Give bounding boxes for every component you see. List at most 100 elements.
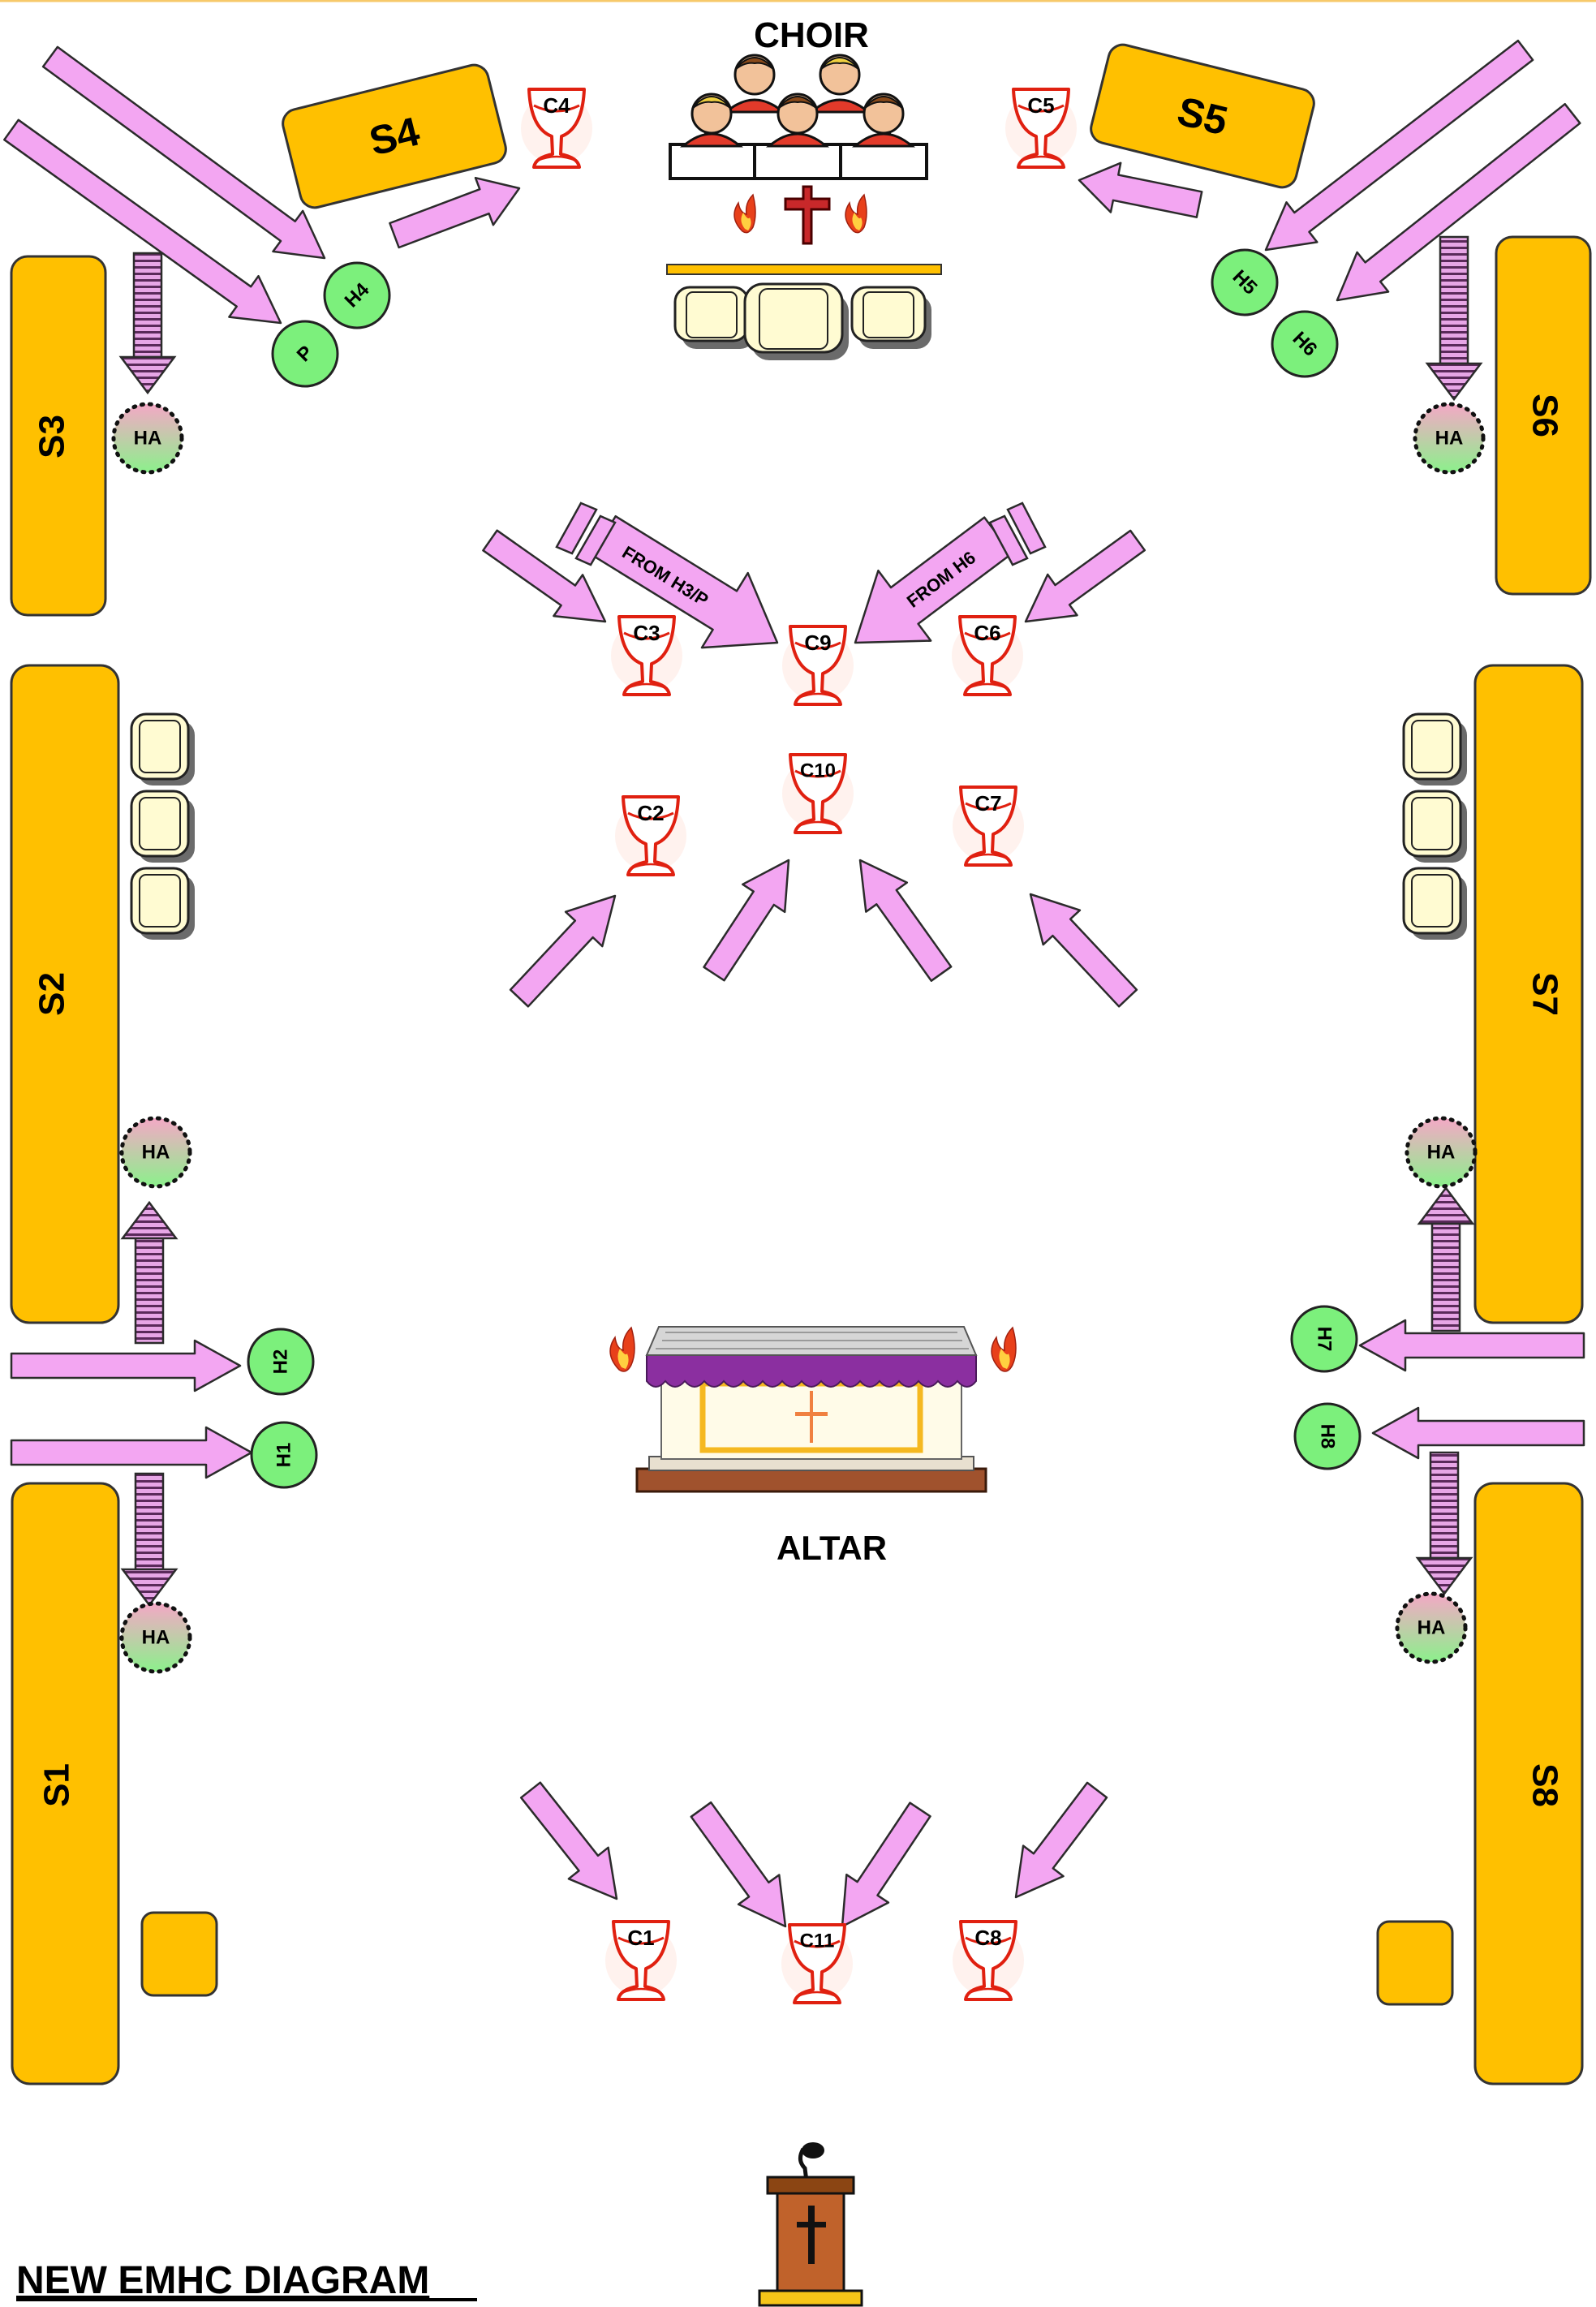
chair-icon [131,714,195,785]
flow-arrow-to-c5 [1079,163,1202,217]
section-s6: S6 [1496,237,1590,594]
station-label: H2 [270,1349,292,1375]
small-block-right [1378,1922,1452,2004]
presider-rail [667,265,941,274]
choir-area: CHOIR [667,15,941,360]
chalice-c5: C5 [1005,89,1077,167]
section-s7: S7 [1475,665,1582,1323]
flow-arrow-to-h1 [11,1427,252,1478]
flow-arrow-to-c1 [521,1783,617,1899]
station-h8: H8 [1295,1404,1360,1469]
ha-station-s7: HA [1407,1118,1475,1186]
ha-station-s8: HA [1397,1594,1465,1662]
processional-cross-icon [775,185,829,243]
section-s1: S1 [12,1483,118,2084]
station-h4: H4 [325,263,389,328]
altar-label: ALTAR [776,1529,887,1567]
chalice-label: C6 [974,621,1000,645]
altar-icon [637,1327,986,1491]
flow-arrow-to-c7 [1030,894,1137,1006]
station-label: H7 [1314,1327,1336,1352]
section-s1-label: S1 [37,1763,77,1807]
station-h6: H6 [1272,312,1337,377]
chair-icon [1404,714,1467,785]
ha-label: HA [142,1142,170,1164]
candle-flame-icon [845,195,867,233]
chalice-c7: C7 [953,787,1024,865]
chalice-c8: C8 [953,1922,1024,1999]
chalice-c10: C10 [782,755,854,833]
flow-arrow-to-c8 [1016,1783,1107,1897]
station-label: H1 [273,1443,295,1468]
section-s8-label: S8 [1525,1763,1565,1807]
section-s2: S2 [11,665,118,1323]
section-s2-label: S2 [32,972,72,1016]
station-p: P [273,321,338,386]
chair-icon [675,287,755,349]
ha-label: HA [142,1627,170,1649]
ha-label: HA [1435,428,1464,450]
section-s4: S4 [280,62,509,210]
chair-icon [745,284,849,360]
ha-arrow-s6 [1427,237,1481,399]
pulpit-icon [759,2142,862,2305]
chalice-label: C2 [637,801,664,825]
chair-icon [852,287,931,349]
chalice-c2: C2 [615,797,686,875]
ha-station-s2: HA [122,1118,190,1186]
station-h7: H7 [1292,1306,1357,1371]
ha-station-s1: HA [122,1603,190,1672]
choir-singers-icon [670,55,927,179]
ha-label: HA [1427,1142,1456,1164]
chalice-label: C5 [1027,93,1054,118]
side-chairs-right [1404,714,1467,940]
chalice-label: C9 [804,631,831,655]
flow-arrow-to-h5 [1266,41,1533,250]
section-s3: S3 [11,256,105,615]
ha-arrow-s2 [123,1203,176,1343]
chalice-label: C7 [974,791,1001,816]
chalice-label: C8 [974,1926,1001,1950]
station-h1: H1 [252,1423,316,1487]
chalice-label: C3 [633,621,660,645]
flow-arrow-to-h2 [11,1341,240,1391]
chair-icon [131,868,195,940]
ha-arrow-s3 [121,253,174,393]
flow-arrow-to-c2 [510,896,615,1006]
choir-label: CHOIR [754,15,869,55]
chair-icon [131,791,195,863]
flow-arrow-to-h4 [43,47,325,258]
section-s3-label: S3 [32,415,72,458]
chalice-c3: C3 [611,617,682,695]
candle-flame-icon [610,1328,635,1371]
ha-arrow-s7 [1419,1188,1473,1331]
chalice-c4: C4 [521,89,592,167]
small-block-left [142,1913,217,1995]
section-s7-label: S7 [1525,972,1565,1016]
station-label: H8 [1317,1424,1339,1449]
flow-arrow-to-c4 [389,178,519,247]
flow-arrow-to-h7 [1360,1320,1584,1371]
candle-flame-icon [734,195,755,233]
side-chairs-left [131,714,195,940]
section-s8: S8 [1475,1483,1582,2084]
section-s6-label: S6 [1525,394,1565,437]
chalice-c9: C9 [782,626,854,704]
chalice-c1: C1 [605,1922,677,1999]
ha-label: HA [134,428,162,450]
chalice-label: C11 [800,1930,835,1952]
flow-arrow-to-c11-right [842,1803,931,1926]
ha-arrow-s1 [123,1474,176,1605]
flow-arrow-to-c11-left [691,1802,785,1926]
flow-arrow-to-c10-left [704,860,789,980]
station-h2: H2 [248,1329,313,1394]
ha-label: HA [1417,1617,1446,1639]
ha-station-s6: HA [1415,404,1483,472]
chalice-c6: C6 [952,617,1023,695]
station-h5: H5 [1212,250,1277,315]
flow-arrow-to-c10-right [860,860,951,981]
diagram-title: NEW EMHC DIAGRAM [16,2259,429,2302]
